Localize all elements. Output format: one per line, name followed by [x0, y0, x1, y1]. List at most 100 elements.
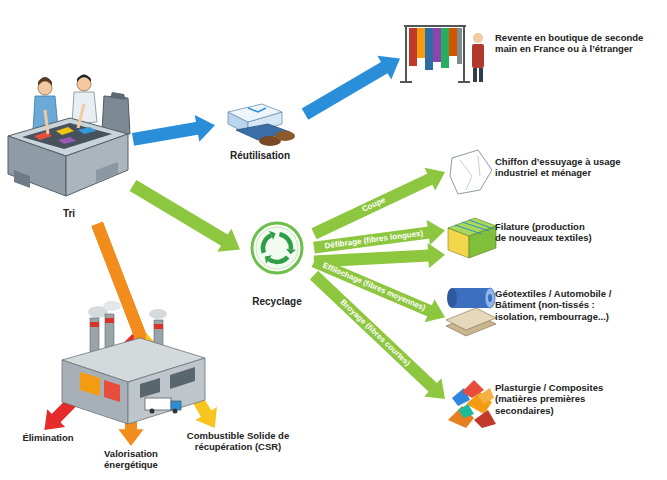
flow-arrow	[133, 115, 215, 142]
clothes-rack	[472, 44, 484, 68]
sorting-station	[8, 75, 130, 197]
node-label: Revente en boutique de seconde main en F…	[495, 32, 657, 55]
flow-arrow	[133, 186, 240, 252]
outlet-node: Géotextiles / Automobile / Bâtiment (non…	[445, 282, 662, 350]
sorting-station	[14, 170, 30, 188]
sorting-station	[38, 77, 52, 86]
factory	[80, 372, 100, 396]
factory	[149, 309, 167, 319]
node-label: Réutilisation	[215, 150, 305, 162]
arrow-head	[425, 299, 445, 322]
wiping-cloth	[460, 156, 480, 190]
outlet-node: Filature (production de nouveaux textile…	[445, 213, 662, 271]
factory	[145, 398, 171, 410]
sorting-station	[66, 134, 128, 196]
sorting-station	[58, 137, 76, 144]
recycling-symbol	[252, 223, 302, 273]
arrow-head	[424, 168, 445, 191]
flow-arrow	[314, 168, 445, 234]
nonwoven-roll	[452, 288, 490, 308]
factory	[90, 322, 99, 327]
disposal-node: Combustible Solide de récupération (CSR)	[180, 428, 296, 458]
sorting-station	[8, 136, 66, 196]
factory	[171, 401, 181, 410]
recycling-node: Recyclage	[240, 220, 314, 312]
sorting-station	[78, 104, 84, 128]
arrow-head	[428, 243, 445, 268]
plastic-pellets	[474, 410, 496, 428]
textile-block	[455, 220, 494, 234]
clothes-rack	[405, 26, 407, 82]
edge-label: Défibrage (fibres longues)	[322, 228, 426, 251]
node-label: Valorisation énergétique	[86, 448, 176, 471]
disposal-node: Élimination	[12, 430, 84, 447]
node-label: Plasturgie / Composites (matières premiè…	[495, 382, 615, 416]
nonwoven-roll	[488, 294, 492, 302]
textile-block	[448, 218, 496, 236]
factory	[62, 360, 128, 424]
clothes-pile	[228, 104, 282, 122]
wiping-cloth	[450, 150, 492, 194]
clothes-rack	[449, 28, 457, 56]
arrow-shaft	[133, 186, 225, 241]
arrow-head	[44, 409, 65, 430]
clothes-pile	[248, 108, 266, 112]
sorting-station	[45, 110, 48, 134]
arrow-shaft	[305, 67, 385, 114]
arrow-head	[424, 378, 445, 399]
recycling-symbol	[263, 235, 271, 252]
plastic-pellets	[458, 404, 474, 418]
factory	[173, 409, 178, 414]
arrow-head	[427, 220, 445, 245]
node-label: Chiffon d’essuyage à usage industriel et…	[495, 156, 655, 179]
reuse-node: Réutilisation	[215, 92, 305, 166]
clothes-rack	[479, 68, 483, 82]
factory	[104, 380, 120, 402]
nonwoven-roll	[485, 288, 495, 308]
flow-arrow	[44, 224, 140, 430]
clothes-rack	[457, 28, 462, 64]
clothes-rack	[417, 28, 425, 58]
arrow-head	[195, 407, 217, 428]
factory	[103, 301, 121, 311]
nonwoven-roll	[447, 288, 457, 308]
factory	[62, 301, 205, 424]
arrow-head	[217, 228, 240, 251]
flow-arrow	[305, 56, 400, 114]
recycling-symbol	[286, 249, 296, 254]
edge-label: Coupe	[359, 195, 389, 216]
arrow-head	[118, 429, 143, 446]
factory	[154, 324, 163, 329]
arrow-shaft	[314, 179, 431, 234]
nonwoven-roll	[446, 288, 496, 336]
factory	[140, 378, 160, 398]
node-label: Élimination	[12, 432, 84, 443]
clothes-rack	[404, 25, 466, 27]
disposal-node: Valorisation énergétique	[86, 446, 176, 476]
clothes-rack	[473, 33, 483, 43]
outlet-node: Revente en boutique de seconde main en F…	[400, 20, 662, 84]
plastic-pellets	[478, 388, 494, 404]
clothes-pile	[275, 131, 295, 141]
recycling-symbol	[252, 223, 302, 273]
clothes-rack	[409, 28, 417, 66]
textile-block	[448, 218, 496, 258]
clothes-rack	[400, 26, 484, 82]
arrow-shaft	[133, 128, 198, 139]
arrow-head	[195, 115, 215, 142]
node-label: Géotextiles / Automobile / Bâtiment (non…	[495, 288, 625, 322]
factory	[105, 318, 114, 323]
clothes-rack	[463, 26, 465, 82]
edge-label: Effilochage (fibres moyennes)	[319, 260, 428, 314]
node-label: Filature (production de nouveaux textile…	[495, 221, 595, 244]
recycling-symbol	[265, 255, 272, 263]
arrow-head	[377, 56, 400, 80]
factory	[170, 367, 195, 389]
recycling-symbol	[269, 257, 288, 262]
sorting-node: Tri	[5, 70, 133, 224]
recycling-symbol	[269, 231, 276, 240]
clothes-rack	[458, 81, 470, 83]
recycling-symbol	[256, 227, 298, 269]
node-label: Recyclage	[240, 296, 314, 308]
